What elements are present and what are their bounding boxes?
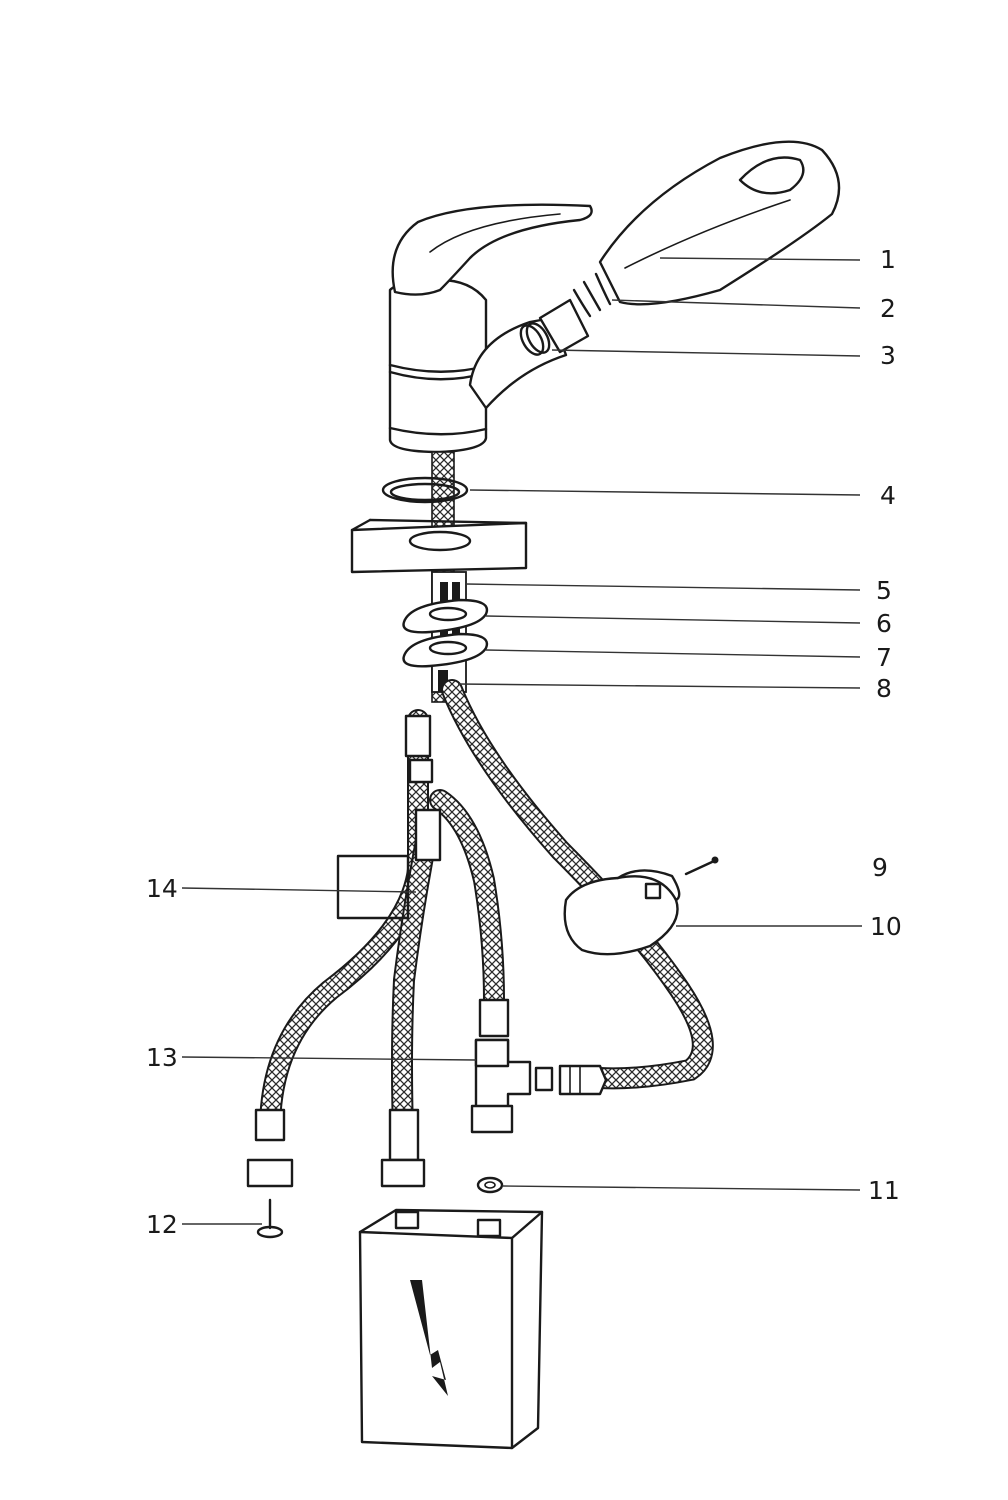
- label-11: 11: [868, 1176, 900, 1205]
- supply-hose-right: [429, 789, 505, 1011]
- hose-nuts: [246, 1158, 426, 1188]
- mixer-tap-body: [388, 278, 568, 454]
- pull-out-shower-head: [598, 140, 841, 306]
- label-3: 3: [880, 341, 896, 370]
- mounting-bracket: [336, 854, 410, 920]
- lightning-bolt-icon: [410, 1280, 448, 1396]
- hose-end-connector: [534, 1064, 608, 1096]
- pin-screw-part: [256, 1198, 284, 1239]
- water-heater-unit: [358, 1208, 544, 1450]
- label-9: 9: [872, 853, 888, 882]
- small-washer-part: [476, 1176, 504, 1194]
- label-4: 4: [880, 481, 896, 510]
- leader-lines: [181, 257, 862, 1225]
- screw-part: [684, 856, 719, 876]
- label-6: 6: [876, 609, 892, 638]
- label-14: 14: [146, 874, 178, 903]
- label-8: 8: [876, 674, 892, 703]
- hose-connector-part: [519, 298, 590, 356]
- lever-handle: [391, 203, 593, 296]
- hose-fittings: [254, 714, 510, 1162]
- label-12: 12: [146, 1210, 178, 1239]
- label-5: 5: [876, 576, 892, 605]
- label-2: 2: [880, 294, 896, 323]
- shower-hose: [441, 679, 714, 1090]
- washer-lower: [402, 632, 489, 668]
- label-13: 13: [146, 1043, 178, 1072]
- hose-weight: [563, 869, 681, 956]
- sealing-ring-part: [381, 476, 469, 504]
- o-ring-part: [572, 272, 612, 318]
- tee-valve: [470, 1038, 532, 1134]
- washer-upper: [402, 598, 489, 634]
- supply-hose-middle: [391, 809, 441, 1171]
- label-1: 1: [880, 245, 896, 274]
- part-labels: 1 2 3 4 5 6 7 8 9 10 11 12 13 14: [146, 245, 902, 1239]
- label-7: 7: [876, 643, 892, 672]
- label-10: 10: [870, 912, 902, 941]
- base-plate: [350, 518, 528, 574]
